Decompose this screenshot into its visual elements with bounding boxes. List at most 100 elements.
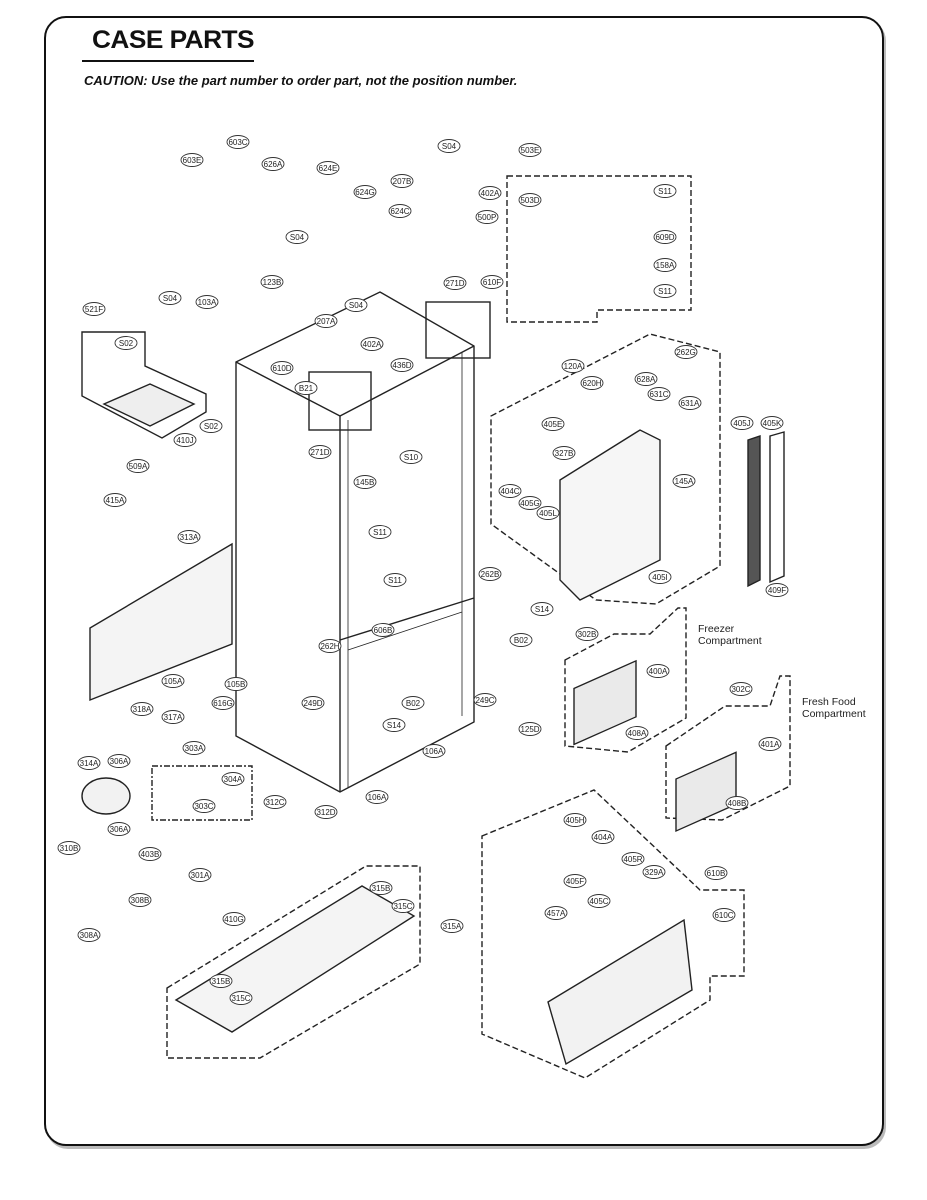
callout-312d: 312D: [314, 805, 338, 819]
callout-oval: [544, 906, 568, 920]
callout-457a: 457A: [544, 906, 568, 920]
callout-label: 408A: [628, 729, 647, 738]
callout-s14: S14: [530, 602, 554, 616]
callout-400a: 400A: [646, 664, 670, 678]
callout-405h: 405H: [563, 813, 587, 827]
callout-label: 120A: [564, 362, 583, 371]
callout-oval: [473, 693, 497, 707]
callout-label: 249C: [475, 696, 494, 705]
callout-oval: [353, 475, 377, 489]
callout-503e: 503E: [518, 143, 542, 157]
callout-label: 404C: [500, 487, 519, 496]
callout-label: 327B: [555, 449, 574, 458]
callout-329a: 329A: [642, 865, 666, 879]
title-underline: [82, 60, 254, 62]
callout-oval: [103, 493, 127, 507]
callout-oval: [730, 416, 754, 430]
callout-oval: [646, 664, 670, 678]
callout-408b: 408B: [725, 796, 749, 810]
callout-label: 620H: [582, 379, 601, 388]
callout-label: 308A: [80, 931, 99, 940]
callout-301a: 301A: [188, 868, 212, 882]
callout-label: 503D: [520, 196, 539, 205]
callout-s14: S14: [382, 718, 406, 732]
callout-label: 610D: [272, 364, 291, 373]
cabinet-body: [235, 291, 475, 793]
callout-label: 145A: [675, 477, 694, 486]
group-box-271D-left: [308, 371, 372, 431]
callout-label: 631A: [681, 399, 700, 408]
callout-616g: 616G: [211, 696, 235, 710]
callout-oval: [130, 702, 154, 716]
callout-262b: 262B: [478, 567, 502, 581]
callout-oval: [518, 193, 542, 207]
callout-207a: 207A: [314, 314, 338, 328]
callout-oval: [653, 230, 677, 244]
callout-oval: [57, 841, 81, 855]
callout-label: 609D: [655, 233, 674, 242]
callout-oval: [563, 813, 587, 827]
callout-label: 408B: [728, 799, 747, 808]
callout-oval: [180, 153, 204, 167]
callout-628a: 628A: [634, 372, 658, 386]
callout-606b: 606B: [371, 623, 395, 637]
callout-label: 410J: [176, 436, 193, 445]
callout-label: 158A: [656, 261, 675, 270]
callout-label: 302B: [578, 630, 597, 639]
callout-label: 249D: [303, 699, 322, 708]
callout-405i: 405I: [648, 570, 672, 584]
callout-oval: [226, 135, 250, 149]
callout-oval: [621, 852, 645, 866]
callout-label: B02: [406, 699, 421, 708]
callout-oval: [401, 696, 425, 710]
callout-oval: [653, 258, 677, 272]
callout-label: 306A: [110, 825, 129, 834]
callout-315c: 315C: [391, 899, 415, 913]
callout-oval: [674, 345, 698, 359]
callout-s02: S02: [199, 419, 223, 433]
callout-oval: [177, 530, 201, 544]
callout-408a: 408A: [625, 726, 649, 740]
callout-label: 405L: [539, 509, 557, 518]
group-box-271D-top: [425, 301, 491, 359]
shelf-glass: [102, 383, 196, 427]
callout-oval: [478, 567, 502, 581]
callout-207b: 207B: [390, 174, 414, 188]
callout-label: 401A: [761, 740, 780, 749]
callout-315b: 315B: [369, 881, 393, 895]
callout-oval: [318, 639, 342, 653]
callout-oval: [518, 143, 542, 157]
callout-oval: [480, 275, 504, 289]
callout-626a: 626A: [261, 157, 285, 171]
callout-oval: [285, 230, 309, 244]
callout-label: 302C: [731, 685, 750, 694]
callout-label: S11: [658, 287, 672, 296]
callout-405c: 405C: [587, 894, 611, 908]
callout-label: 207A: [317, 317, 336, 326]
callout-oval: [270, 361, 294, 375]
group-box-503E: [506, 175, 692, 323]
callout-oval: [138, 847, 162, 861]
evaporator-freezer: [573, 659, 637, 746]
callout-oval: [422, 744, 446, 758]
callout-624g: 624G: [353, 185, 377, 199]
callout-oval: [478, 186, 502, 200]
callout-oval: [301, 696, 325, 710]
callout-oval: [263, 795, 287, 809]
callout-120a: 120A: [561, 359, 585, 373]
callout-s04: S04: [285, 230, 309, 244]
callout-label: 262H: [320, 642, 339, 651]
freshfood-note-line2: Compartment: [802, 708, 866, 720]
callout-b21: B21: [294, 381, 318, 395]
callout-308a: 308A: [77, 928, 101, 942]
callout-oval: [182, 741, 206, 755]
callout-415a: 415A: [103, 493, 127, 507]
callout-oval: [575, 627, 599, 641]
callout-s04: S04: [158, 291, 182, 305]
callout-oval: [188, 868, 212, 882]
diagram-frame: [44, 16, 884, 1146]
callout-oval: [440, 919, 464, 933]
callout-label: 315B: [372, 884, 391, 893]
callout-oval: [634, 372, 658, 386]
callout-318a: 318A: [130, 702, 154, 716]
